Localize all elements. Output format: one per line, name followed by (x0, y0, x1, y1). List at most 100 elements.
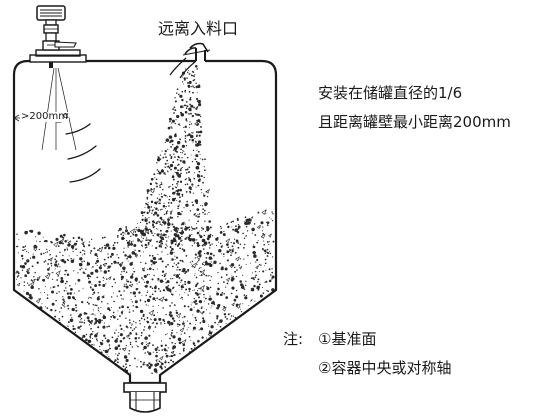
material-particle (196, 145, 199, 147)
material-particle (162, 233, 166, 237)
material-particle (171, 187, 174, 190)
material-particle (190, 112, 192, 115)
material-particle (193, 76, 195, 78)
material-particle (187, 305, 190, 308)
material-particle (182, 106, 185, 108)
material-particle (189, 181, 192, 183)
material-particle (258, 283, 261, 286)
material-particle (181, 81, 184, 83)
material-particle (72, 328, 75, 331)
material-particle (176, 266, 179, 269)
material-particle (232, 220, 235, 223)
material-particle (179, 138, 182, 141)
material-particle (157, 228, 159, 230)
material-particle (179, 231, 183, 235)
material-particle (66, 305, 68, 307)
material-particle (66, 249, 69, 251)
material-particle (216, 315, 219, 318)
material-particle (170, 126, 172, 128)
material-particle (139, 299, 142, 302)
material-particle (219, 231, 223, 234)
material-particle (16, 233, 18, 236)
material-particle (160, 236, 164, 240)
material-particle (64, 248, 66, 251)
material-particle (30, 285, 34, 289)
material-particle (225, 286, 227, 288)
material-particle (196, 142, 200, 147)
material-particle (167, 361, 170, 364)
material-chip (179, 327, 185, 333)
material-particle (68, 297, 70, 299)
material-particle (159, 223, 162, 225)
material-particle (44, 260, 47, 262)
material-particle (230, 278, 234, 282)
material-particle (176, 227, 178, 229)
material-particle (128, 311, 131, 313)
material-particle (162, 156, 165, 159)
material-particle (255, 274, 257, 277)
material-particle (120, 273, 122, 276)
material-particle (240, 285, 245, 290)
material-particle (234, 270, 237, 273)
material-particle (197, 99, 201, 104)
material-particle (182, 317, 184, 319)
material-particle (23, 284, 25, 287)
material-particle (154, 225, 156, 227)
material-particle (193, 228, 195, 230)
material-particle (103, 334, 106, 337)
material-particle (167, 263, 169, 266)
material-particle (64, 306, 66, 308)
material-particle (109, 255, 112, 258)
material-particle (259, 226, 261, 228)
material-particle (27, 231, 29, 233)
material-particle (90, 250, 93, 252)
material-particle (117, 257, 120, 259)
material-particle (184, 91, 186, 93)
material-particle (100, 342, 104, 346)
material-particle (198, 244, 200, 247)
material-particle (202, 248, 205, 250)
material-particle (71, 316, 73, 318)
material-particle (188, 335, 191, 338)
material-particle (181, 90, 184, 93)
material-particle (93, 247, 96, 250)
material-particle (161, 274, 163, 277)
material-particle (88, 244, 91, 247)
material-particle (170, 293, 173, 295)
material-particle (113, 360, 116, 363)
material-particle (192, 314, 194, 316)
material-particle (179, 204, 181, 206)
material-particle (158, 194, 160, 196)
material-particle (142, 240, 144, 242)
material-particle (158, 221, 161, 223)
material-particle (112, 244, 115, 247)
material-particle (176, 274, 179, 277)
material-particle (171, 265, 174, 268)
material-particle (155, 354, 158, 358)
material-particle (160, 183, 163, 185)
material-particle (223, 293, 225, 295)
material-particle (126, 240, 128, 242)
material-particle (168, 135, 173, 139)
material-particle (104, 248, 106, 250)
material-particle (64, 282, 67, 285)
material-particle (230, 221, 233, 223)
material-chip (48, 257, 53, 262)
material-particle (142, 214, 144, 217)
material-particle (178, 341, 182, 345)
material-particle (183, 249, 185, 250)
material-particle (62, 301, 65, 304)
material-particle (144, 262, 147, 265)
material-particle (263, 240, 265, 242)
material-chip (159, 296, 165, 302)
material-particle (265, 221, 267, 223)
material-particle (161, 150, 163, 152)
material-particle (67, 325, 69, 327)
material-particle (130, 372, 132, 374)
material-particle (176, 88, 179, 91)
material-particle (191, 229, 193, 232)
material-particle (203, 234, 206, 237)
material-particle (156, 346, 159, 349)
material-particle (139, 323, 141, 325)
material-particle (167, 320, 171, 325)
